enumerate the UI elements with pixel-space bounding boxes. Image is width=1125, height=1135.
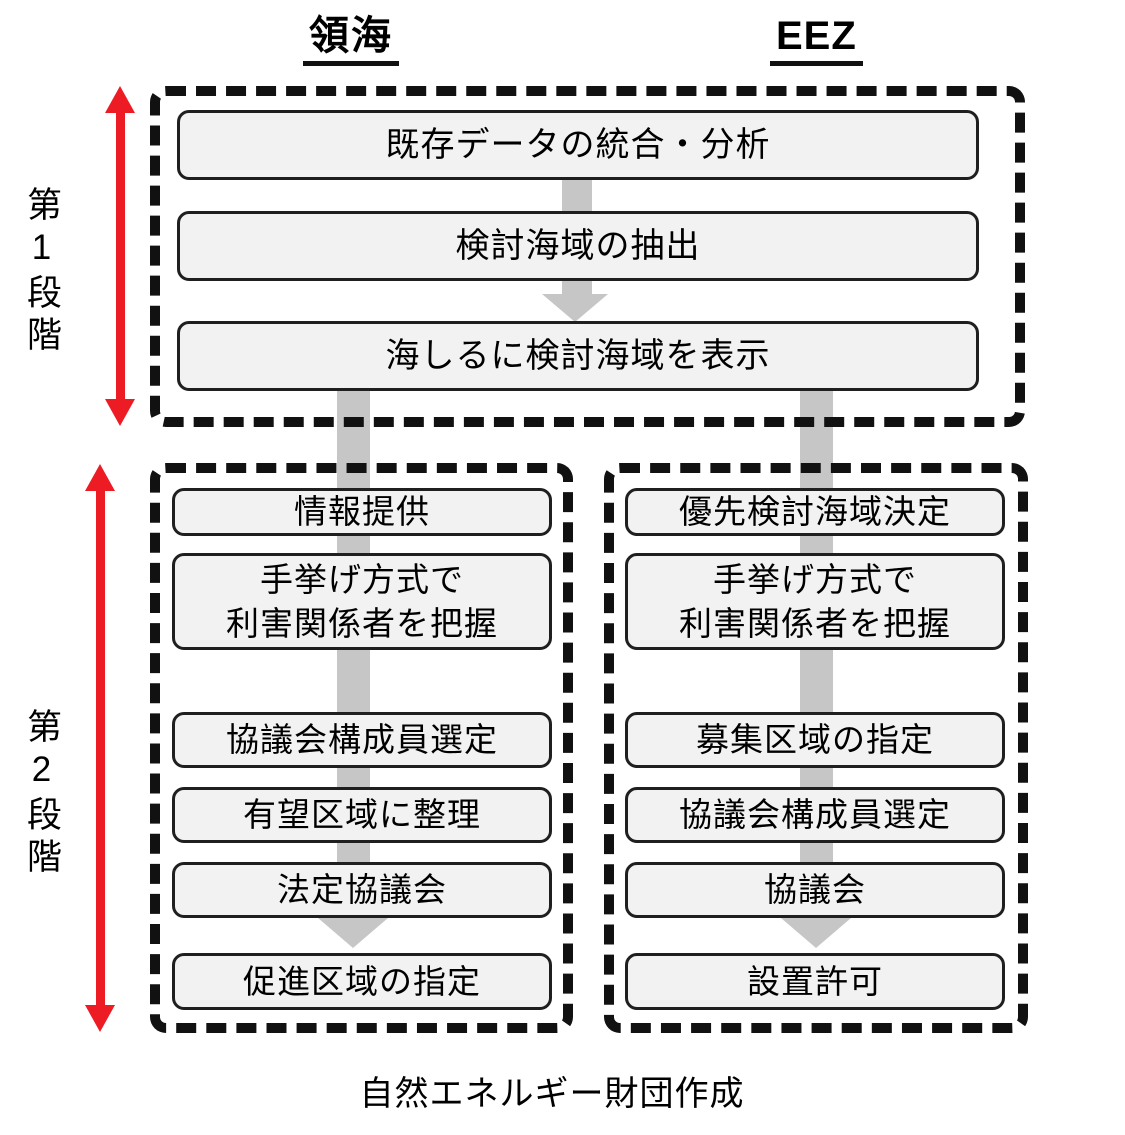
flow-band-step1-to-step2 [562, 178, 592, 214]
arrowhead-up-icon [85, 464, 115, 491]
stage2-territorial-dashed-container [150, 463, 573, 1033]
box-recruitment-zone-designation: 募集区域の指定 [625, 712, 1005, 768]
box-priority-study-area-decision: 優先検討海域決定 [625, 488, 1005, 536]
box-council-member-selection-left: 協議会構成員選定 [172, 712, 552, 768]
box-hand-raising-stakeholders-right: 手挙げ方式で 利害関係者を把握 [625, 553, 1005, 650]
box-council: 協議会 [625, 862, 1005, 918]
box-display-study-areas-on-umishiru: 海しるに検討海域を表示 [177, 321, 979, 391]
stage1-label: 第1段階 [22, 186, 61, 358]
box-extract-study-sea-areas: 検討海域の抽出 [177, 211, 979, 281]
column-header-territorial-sea: 領海 [303, 14, 399, 66]
box-integrate-analyze-existing-data: 既存データの統合・分析 [177, 110, 979, 180]
stage2-eez-dashed-container [604, 463, 1028, 1033]
source-caption: 自然エネルギー財団作成 [359, 1075, 745, 1113]
box-council-member-selection-right: 協議会構成員選定 [625, 787, 1005, 843]
arrowhead-up-icon [105, 86, 135, 113]
flow-arrowhead-icon [542, 294, 608, 322]
arrowhead-down-icon [85, 1005, 115, 1032]
box-hand-raising-stakeholders-left: 手挙げ方式で 利害関係者を把握 [172, 553, 552, 650]
column-header-eez: EEZ [770, 14, 863, 66]
stage1-range-double-arrow-icon [105, 86, 135, 426]
stage2-range-double-arrow-icon [85, 464, 115, 1032]
flow-band-step2-to-step3 [562, 279, 592, 296]
box-information-provision: 情報提供 [172, 488, 552, 536]
arrow-shaft [115, 110, 125, 402]
box-installation-permit: 設置許可 [625, 953, 1005, 1010]
stage2-label: 第2段階 [22, 708, 61, 880]
arrow-shaft [95, 488, 105, 1008]
box-statutory-council: 法定協議会 [172, 862, 552, 918]
stage1-dashed-container [150, 86, 1025, 427]
box-promotion-zone-designation: 促進区域の指定 [172, 953, 552, 1010]
flow-arrowhead-icon [318, 918, 388, 948]
arrowhead-down-icon [105, 399, 135, 426]
box-organize-promising-zones: 有望区域に整理 [172, 787, 552, 843]
flow-arrowhead-icon [781, 918, 851, 948]
